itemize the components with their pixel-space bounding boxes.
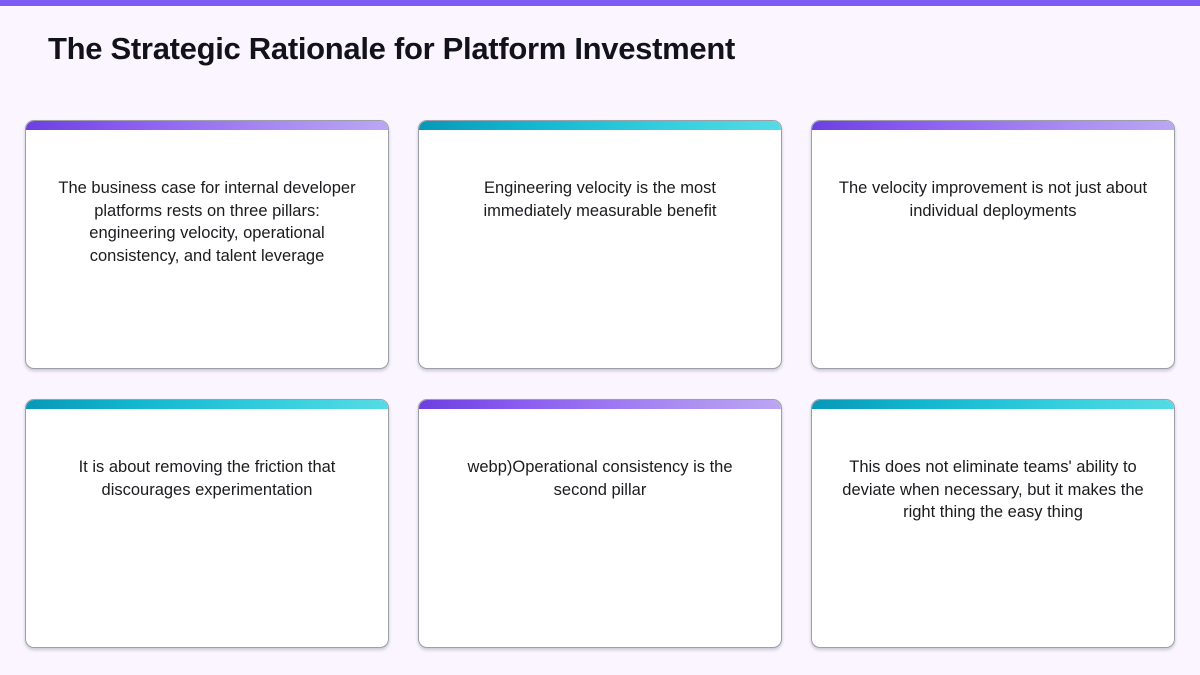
card-grid: The business case for internal developer… (25, 120, 1175, 650)
card-accent-bar-purple (419, 400, 781, 409)
card-accent-bar-teal (419, 121, 781, 130)
page-title: The Strategic Rationale for Platform Inv… (48, 31, 735, 66)
card-body-text-1: The business case for internal developer… (58, 179, 356, 265)
content-card-5[interactable]: webp)Operational consistency is the seco… (418, 399, 782, 648)
card-accent-bar-teal (26, 400, 388, 409)
content-card-6[interactable]: This does not eliminate teams' ability t… (811, 399, 1175, 648)
card-body-text-5: webp)Operational consistency is the seco… (467, 458, 733, 499)
content-card-4[interactable]: It is about removing the friction that d… (25, 399, 389, 648)
card-accent-bar-teal (812, 400, 1174, 409)
card-accent-bar-purple (812, 121, 1174, 130)
card-body-text-6: This does not eliminate teams' ability t… (842, 458, 1144, 521)
card-body-text-3: The velocity improvement is not just abo… (838, 179, 1148, 220)
card-body-text-4: It is about removing the friction that d… (78, 458, 336, 499)
content-card-1[interactable]: The business case for internal developer… (25, 120, 389, 369)
card-body-text-2: Engineering velocity is the most immedia… (483, 179, 717, 220)
card-accent-bar-purple (26, 121, 388, 130)
content-card-3[interactable]: The velocity improvement is not just abo… (811, 120, 1175, 369)
top-accent-stripe (0, 0, 1200, 6)
content-card-2[interactable]: Engineering velocity is the most immedia… (418, 120, 782, 369)
